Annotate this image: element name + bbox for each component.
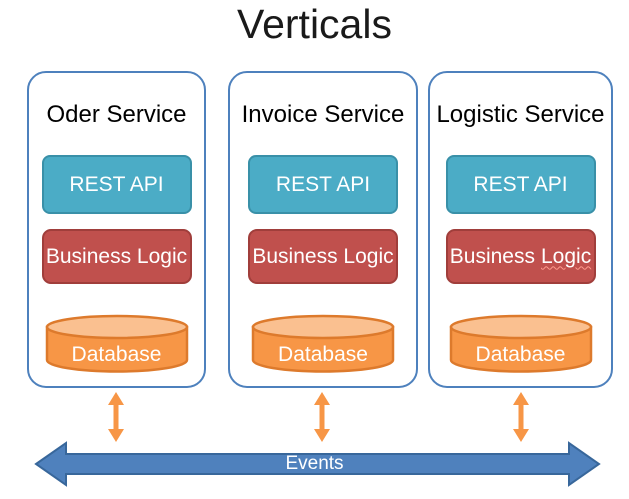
service-title: Oder Service (46, 101, 187, 128)
database-cylinder: Database (45, 314, 189, 374)
database-label: Database (278, 343, 368, 366)
page-title: Verticals (237, 1, 392, 47)
database-cylinder: Database (251, 314, 395, 374)
rest-api-label: REST API (275, 172, 371, 196)
rest-api-box: REST API (445, 155, 596, 214)
database-cylinder-icon (45, 314, 188, 373)
double-arrow-icon-logistic (513, 392, 529, 442)
rest-api-box: REST API (248, 155, 398, 214)
events-label: Events (285, 453, 344, 474)
business-logic-label: Business Logic (45, 244, 188, 268)
double-arrow-icon-invoice (314, 392, 330, 442)
database-cylinder-icon (251, 314, 395, 373)
rest-api-label: REST API (473, 172, 568, 196)
service-card-oder: Oder Service REST API Business Logic Dat… (27, 71, 206, 388)
service-title: Logistic Service (436, 101, 605, 128)
business-logic-label: Business Logic (252, 244, 394, 268)
database-label: Database (475, 343, 566, 366)
business-logic-box: Business Logic (248, 229, 398, 284)
business-logic-label-misspelled: Logic (541, 244, 592, 268)
business-logic-box: Business Logic (445, 229, 596, 284)
database-cylinder-icon (449, 314, 592, 373)
database-label: Database (71, 343, 162, 366)
rest-api-label: REST API (69, 172, 164, 196)
double-arrow-icon-oder (108, 392, 124, 442)
service-title: Invoice Service (241, 101, 405, 128)
business-logic-box: Business Logic (41, 229, 192, 284)
business-logic-label-prefix: Business (449, 244, 535, 268)
database-cylinder: Database (449, 314, 593, 374)
service-card-logistic: Logistic Service REST API Business Logic… (428, 71, 613, 388)
service-card-invoice: Invoice Service REST API Business Logic … (228, 71, 418, 388)
rest-api-box: REST API (41, 155, 192, 214)
